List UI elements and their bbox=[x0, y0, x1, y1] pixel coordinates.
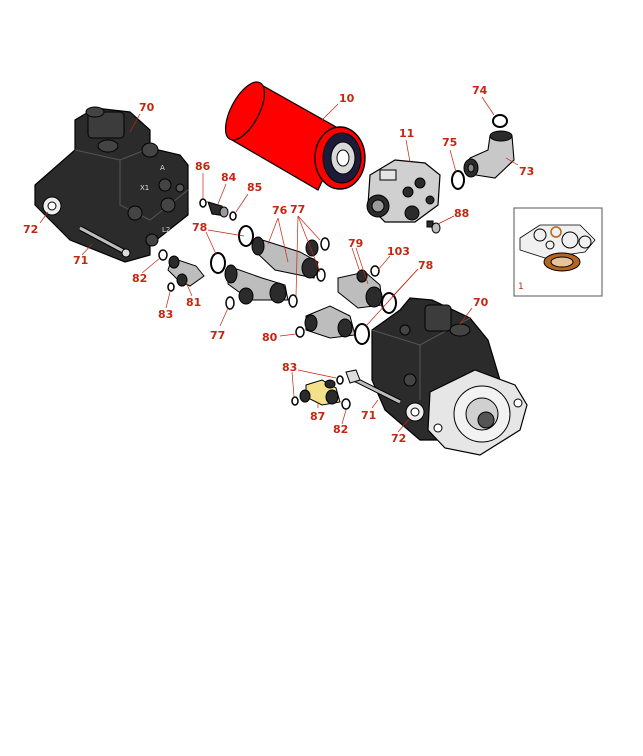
fitting-84[interactable] bbox=[207, 201, 229, 218]
callout-72-left[interactable]: 72 bbox=[23, 223, 38, 236]
o-ring-76[interactable] bbox=[238, 225, 254, 247]
o-ring-82-right[interactable] bbox=[341, 398, 351, 410]
callout-77-bottom[interactable]: 77 bbox=[210, 329, 225, 342]
svg-text:A: A bbox=[160, 164, 165, 172]
callout-103[interactable]: 103 bbox=[387, 245, 410, 258]
callout-85[interactable]: 85 bbox=[247, 181, 262, 194]
callout-78-left[interactable]: 78 bbox=[192, 221, 207, 234]
o-ring-77-left[interactable] bbox=[225, 296, 235, 310]
o-ring-78-left[interactable] bbox=[210, 252, 226, 274]
callout-11-filter-head[interactable]: 11 bbox=[399, 127, 414, 140]
o-ring-83-right-b[interactable] bbox=[291, 396, 299, 406]
o-ring-86[interactable] bbox=[199, 198, 207, 208]
callout-81[interactable]: 81 bbox=[186, 296, 201, 309]
o-ring-77-lower[interactable] bbox=[288, 294, 298, 308]
o-ring-82-left[interactable] bbox=[158, 249, 168, 261]
callout-84[interactable]: 84 bbox=[221, 171, 237, 184]
callout-78-right[interactable]: 78 bbox=[418, 259, 433, 272]
fitting-81[interactable] bbox=[167, 255, 205, 287]
callout-71-left[interactable]: 71 bbox=[73, 254, 88, 267]
fitting-80[interactable] bbox=[304, 305, 356, 339]
callout-79[interactable]: 79 bbox=[348, 237, 363, 250]
seal-kit-label: 1 bbox=[518, 282, 524, 292]
callout-83-left[interactable]: 83 bbox=[158, 308, 173, 321]
o-ring-83-right[interactable] bbox=[336, 375, 344, 385]
seal-kit-box[interactable]: 1 bbox=[513, 207, 603, 297]
callout-70-right-pump[interactable]: 70 bbox=[473, 296, 489, 309]
o-ring-78-right[interactable] bbox=[381, 292, 397, 314]
hydraulic-pump-right[interactable] bbox=[345, 297, 528, 456]
o-ring-80-large[interactable] bbox=[354, 323, 370, 345]
callout-82-left[interactable]: 82 bbox=[132, 272, 147, 285]
fitting-76[interactable] bbox=[251, 236, 319, 279]
filter-head[interactable] bbox=[366, 159, 441, 223]
o-ring-80-small[interactable] bbox=[295, 326, 305, 338]
callout-71-right[interactable]: 71 bbox=[361, 409, 376, 422]
callout-77-top[interactable]: 77 bbox=[290, 203, 305, 216]
callout-70-left-pump[interactable]: 70 bbox=[139, 101, 155, 114]
o-ring-85[interactable] bbox=[229, 211, 237, 221]
callout-74[interactable]: 74 bbox=[472, 84, 488, 97]
callout-82-right[interactable]: 82 bbox=[333, 423, 348, 436]
callout-83-right[interactable]: 83 bbox=[282, 361, 297, 374]
callout-73[interactable]: 73 bbox=[519, 165, 534, 178]
o-ring-77-right[interactable] bbox=[320, 237, 330, 251]
leader-lines bbox=[39, 96, 519, 433]
plug-88[interactable] bbox=[426, 220, 441, 234]
fitting-77-lower[interactable] bbox=[224, 264, 289, 305]
elbow-fitting-73[interactable] bbox=[463, 130, 515, 179]
callout-88[interactable]: 88 bbox=[454, 207, 469, 220]
o-ring-77-mid[interactable] bbox=[316, 268, 326, 282]
hydraulic-filter[interactable] bbox=[218, 76, 366, 191]
callout-86[interactable]: 86 bbox=[195, 160, 211, 173]
svg-text:L2: L2 bbox=[162, 226, 170, 234]
fitting-79[interactable] bbox=[337, 269, 383, 309]
o-ring-83-left[interactable] bbox=[167, 282, 175, 292]
callout-10-filter[interactable]: 10 bbox=[339, 92, 355, 105]
callout-87[interactable]: 87 bbox=[310, 410, 325, 423]
hydraulic-pump-left[interactable]: X1 A L2 bbox=[34, 106, 189, 263]
svg-text:X1: X1 bbox=[140, 184, 149, 192]
callout-72-right[interactable]: 72 bbox=[391, 432, 406, 445]
callout-80[interactable]: 80 bbox=[262, 331, 278, 344]
o-ring-75[interactable] bbox=[451, 170, 465, 190]
brass-tee-fitting-87[interactable] bbox=[299, 379, 341, 406]
callout-labels: 70 10 74 11 75 73 86 84 85 72 76 77 88 7… bbox=[23, 84, 534, 445]
callout-76[interactable]: 76 bbox=[272, 204, 288, 217]
o-ring-74[interactable] bbox=[492, 114, 508, 128]
callout-75[interactable]: 75 bbox=[442, 136, 457, 149]
o-ring-103[interactable] bbox=[370, 265, 380, 277]
